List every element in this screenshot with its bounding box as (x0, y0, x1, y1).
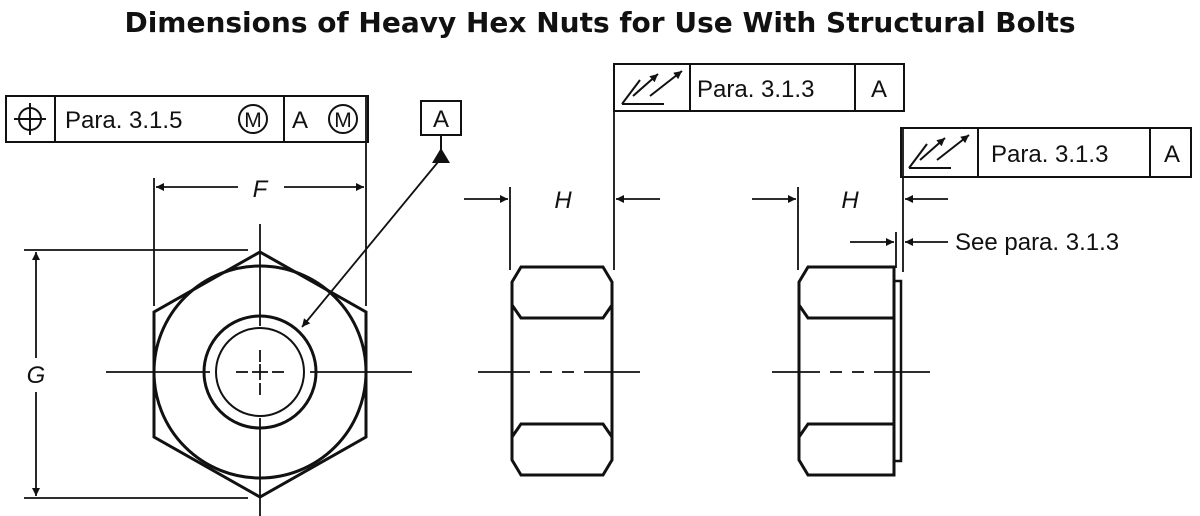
position-tolerance-text: Para. 3.1.5 (65, 107, 182, 134)
dim-h2-label: H (841, 187, 859, 214)
thread-minor-circle (215, 327, 305, 417)
total-runout-icon (908, 134, 970, 169)
mmc-modifier: M (244, 109, 262, 132)
datum-mmc-modifier: M (334, 109, 352, 132)
washer-face (892, 279, 903, 463)
nut-side-outline (510, 265, 614, 477)
datum-feature-symbol: A (420, 100, 462, 163)
side-view-1 (464, 64, 660, 477)
runout-tolerance-text-1: Para. 3.1.3 (697, 76, 814, 103)
flat-bottom-2 (797, 422, 894, 438)
position-icon (14, 103, 46, 135)
flat-top-2 (797, 304, 894, 320)
mmc-modifier-circle (238, 104, 268, 134)
see-para-note: See para. 3.1.3 (955, 229, 1119, 256)
runout-fcf-2: Para. 3.1.3 A (900, 127, 1192, 178)
dim-h1-label: H (554, 187, 572, 214)
datum-label: A (433, 106, 449, 133)
top-view (24, 95, 439, 516)
flat-bottom (510, 422, 614, 438)
top-centerlines (106, 224, 412, 516)
total-runout-icon (621, 70, 683, 105)
diagram-title: Dimensions of Heavy Hex Nuts for Use Wit… (124, 6, 1076, 39)
side-view-2 (752, 128, 948, 477)
datum-mmc-modifier-circle (328, 104, 358, 134)
runout-fcf-1: Para. 3.1.3 A (613, 63, 905, 112)
runout-datum-1: A (871, 76, 887, 103)
dim-g-label: G (27, 362, 46, 389)
position-fcf: Para. 3.1.5 M A M (5, 95, 369, 143)
runout-datum-2: A (1164, 141, 1180, 168)
washer-face-nut-outline (797, 265, 896, 477)
flat-top (510, 304, 614, 320)
dim-f-label: F (253, 176, 269, 203)
runout-tolerance-text-2: Para. 3.1.3 (991, 141, 1108, 168)
datum-leader (301, 161, 439, 328)
position-datum: A (292, 107, 308, 134)
